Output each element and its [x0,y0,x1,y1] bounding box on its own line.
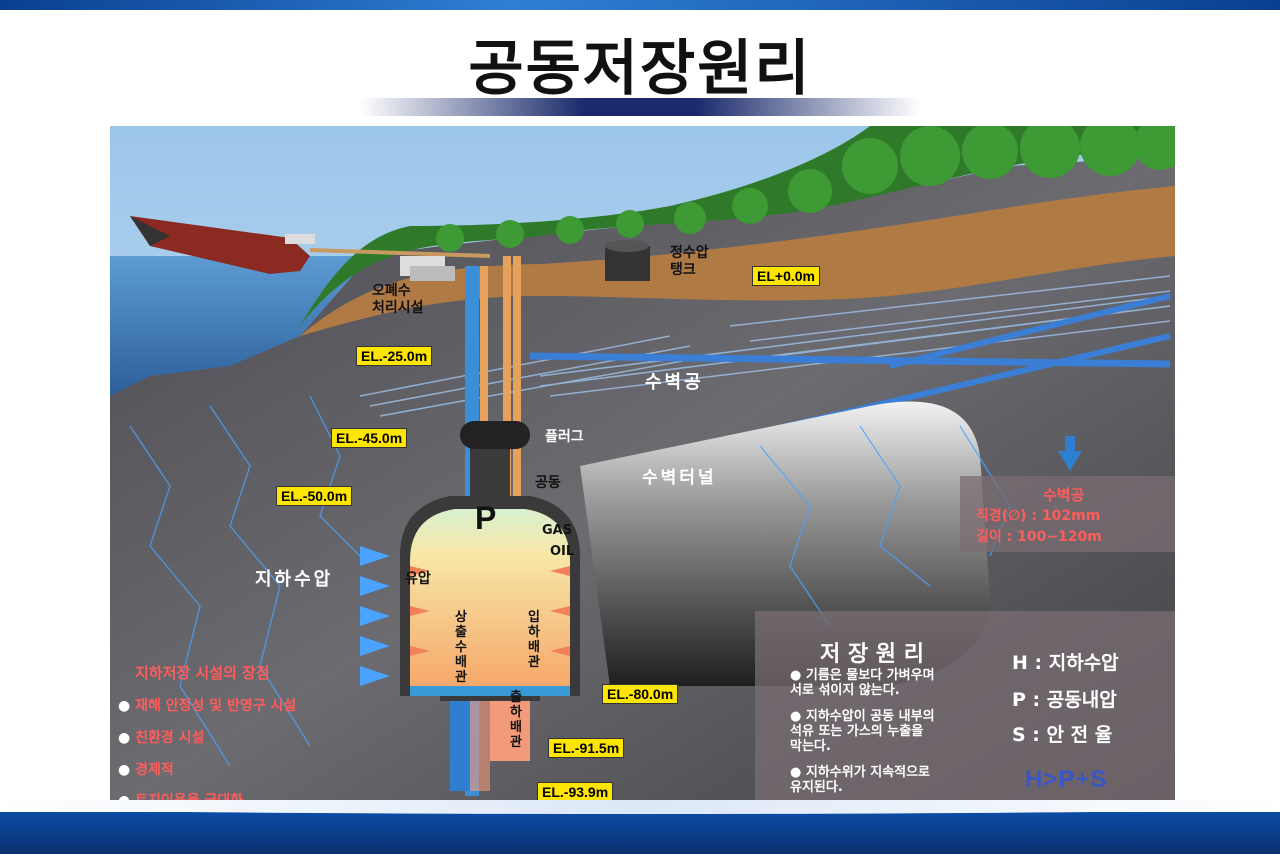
bullet-icon: ● [790,668,806,683]
advantage-item-2-text: 친환경 시설 [135,730,205,746]
principle-formula: H>P+S [1025,766,1108,793]
principle-title: 저 장 원 리 [820,642,924,667]
oil-label: OIL [550,544,575,559]
waterwall-tunnel-label: 수벽터널 [642,468,717,488]
elevation-tag-93-9: EL.-93.9m [537,782,614,802]
advantage-item-3-text: 경제적 [135,762,174,778]
principle-item-1: ● 기름은 물보다 가벼우며 서로 섞이지 않는다. [790,668,935,698]
cavern-label: 공동 [535,475,561,491]
waterwall-hole-label: 수벽공 [645,372,704,393]
diagram-artwork [110,126,1175,810]
elevation-tag-25: EL.-25.0m [356,346,433,366]
advantage-item-1: ● 재해 안정성 및 반영구 시설 [118,695,296,715]
plug-label: 플러그 [545,429,584,445]
principle-item-3-text: 지하수위가 지속적으로 유지된다. [790,765,931,795]
inlet-pipe-label: 입 하 배 관 [528,610,540,670]
advantage-item-2: ● 친환경 시설 [118,727,204,747]
tank-label: 정수압 탱크 [670,245,709,278]
oil-pressure-label: 유압 [405,571,431,587]
gas-label: GAS [542,523,573,538]
advantage-item-1-text: 재해 안정성 및 반영구 시설 [135,698,297,714]
spec-length: 길이 : 100~120m [976,529,1102,545]
bullet-icon: ● [790,709,806,724]
spec-diameter: 직경(∅) : 102mm [976,508,1101,524]
principle-p: P : 공동내압 [1012,689,1117,711]
principle-item-2: ● 지하수압이 공동 내부의 석유 또는 가스의 누출을 막는다. [790,709,935,754]
outlet-pipe-label: 출 하 배 관 [510,690,522,750]
elevation-tag-80: EL.-80.0m [602,684,679,704]
principle-item-2-text: 지하수압이 공동 내부의 석유 또는 가스의 누출을 막는다. [790,709,935,754]
bullet-icon: ● [118,730,136,746]
principle-s: S : 안 전 율 [1012,724,1113,746]
advantages-title: 지하저장 시설의 장점 [135,664,270,682]
principle-item-3: ● 지하수위가 지속적으로 유지된다. [790,765,930,795]
elevation-tag-50: EL.-50.0m [276,486,353,506]
elevation-tag-0: EL+0.0m [752,266,820,286]
bullet-icon: ● [790,765,806,780]
principle-panel [755,611,1175,810]
bullet-icon: ● [118,762,136,778]
advantage-item-3: ● 경제적 [118,759,174,779]
spec-box [960,476,1175,552]
page-title: 공동저장원리 [468,34,812,104]
storage-diagram [110,126,1175,810]
bottom-band [0,800,1280,854]
bullet-icon: ● [118,698,136,714]
groundwater-pressure-label: 지하수압 [255,569,334,590]
elevation-tag-45: EL.-45.0m [331,428,408,448]
treatment-facility-label: 오폐수 처리시설 [372,283,424,316]
elevation-tag-91-5: EL.-91.5m [548,738,625,758]
spec-title: 수벽공 [1043,486,1085,504]
top-band [0,0,1280,10]
pressure-mark: P [475,500,497,536]
title-underline [360,98,920,116]
riser-pipe-label: 상 출 수 배 관 [455,610,467,685]
principle-h: H : 지하수압 [1012,652,1119,674]
principle-item-1-text: 기름은 물보다 가벼우며 서로 섞이지 않는다. [790,668,935,698]
